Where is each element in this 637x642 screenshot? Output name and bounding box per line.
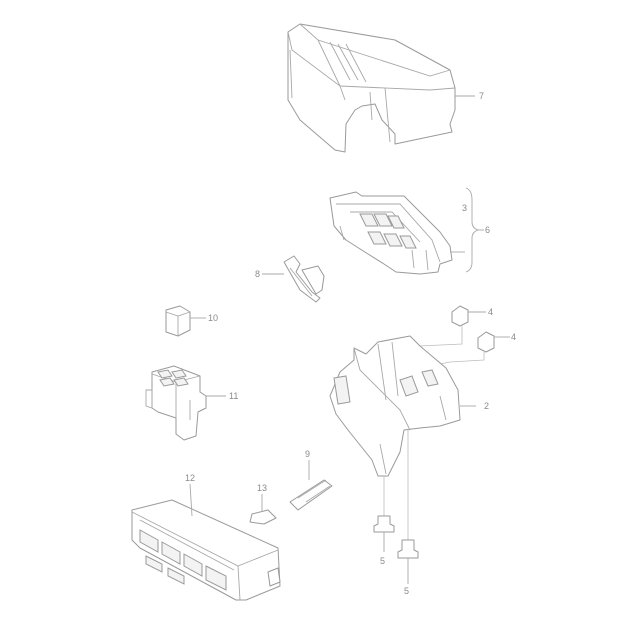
- callout-13: 13: [257, 483, 268, 493]
- relay-part: [165, 305, 206, 337]
- callout-7: 7: [479, 91, 485, 101]
- bolt-right-part: [397, 539, 419, 584]
- callout-4-lower: 4: [511, 332, 517, 342]
- callout-10: 10: [208, 313, 219, 323]
- callout-6: 6: [485, 225, 491, 235]
- callout-5-right: 5: [404, 586, 410, 596]
- brace-bracket: [465, 187, 480, 273]
- fuse-part: [289, 460, 333, 511]
- relay-holder-part: [145, 365, 226, 441]
- mounting-bracket-part: [329, 335, 476, 540]
- callout-8: 8: [255, 269, 261, 279]
- relay-carrier-part: [329, 191, 465, 275]
- callout-12: 12: [185, 473, 196, 483]
- bolt-left-part: [373, 515, 395, 552]
- cover-part: [287, 23, 475, 153]
- callout-11: 11: [229, 391, 239, 401]
- callout-5-left: 5: [380, 556, 386, 566]
- nut-lower-part: [429, 331, 510, 367]
- fuse-clip-part: [249, 494, 277, 525]
- retaining-clip-part: [262, 255, 325, 303]
- callout-9: 9: [305, 449, 311, 459]
- nut-upper-part: [419, 305, 486, 347]
- callout-3: 3: [462, 203, 468, 213]
- fuse-box-part: [131, 483, 281, 601]
- callout-2: 2: [484, 401, 490, 411]
- callout-4-upper: 4: [488, 307, 494, 317]
